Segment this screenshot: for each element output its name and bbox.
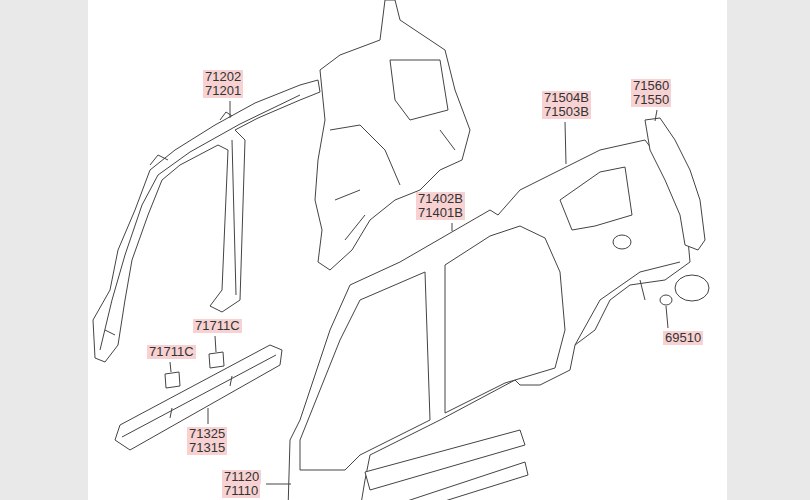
door-opening [445,226,565,413]
callout-number: 71560 [631,79,671,93]
callout-number: 71201 [203,84,243,98]
callout-number: 71401B [416,206,465,220]
part-detail [100,95,300,350]
leader-line [655,110,657,121]
callout-number: 71110 [222,484,260,498]
part-detail [122,355,276,437]
fuel-door [675,275,709,301]
leader-line [170,362,171,372]
leader-line [215,336,216,352]
bracket-part [209,352,224,368]
outer-sill-part [395,462,528,500]
fuel-opening [613,235,631,249]
leader-line [266,484,291,485]
callout-number: 71315 [187,441,227,455]
callout-number: 71711C [193,319,242,333]
bracket-part [165,372,180,388]
callout-number: 71550 [631,93,671,107]
leader-line [565,122,566,164]
callout-number: 71202 [203,70,243,84]
callout-number: 71120 [222,470,261,484]
outer-side-panel [288,140,690,500]
part-detail [390,60,448,120]
quarter-extension-part [645,118,705,250]
callout-number: 71503B [542,105,591,119]
callout-number: 71325 [187,427,227,441]
callout-number: 71402B [416,192,465,206]
quarter-window [560,167,632,230]
leader-line [208,408,209,424]
leader-line [666,306,668,328]
callout-number: 69510 [663,331,703,345]
sill-part [115,345,282,450]
part-detail [330,125,455,240]
fuel-door-hinge [660,295,672,305]
door-opening [300,272,430,470]
wheelhouse-part [315,0,470,270]
leader-line [452,223,453,231]
callout-number: 71711C [147,345,196,359]
leader-line [230,101,231,118]
callout-number: 71504B [542,91,591,105]
inner-pillar-part [93,80,320,362]
